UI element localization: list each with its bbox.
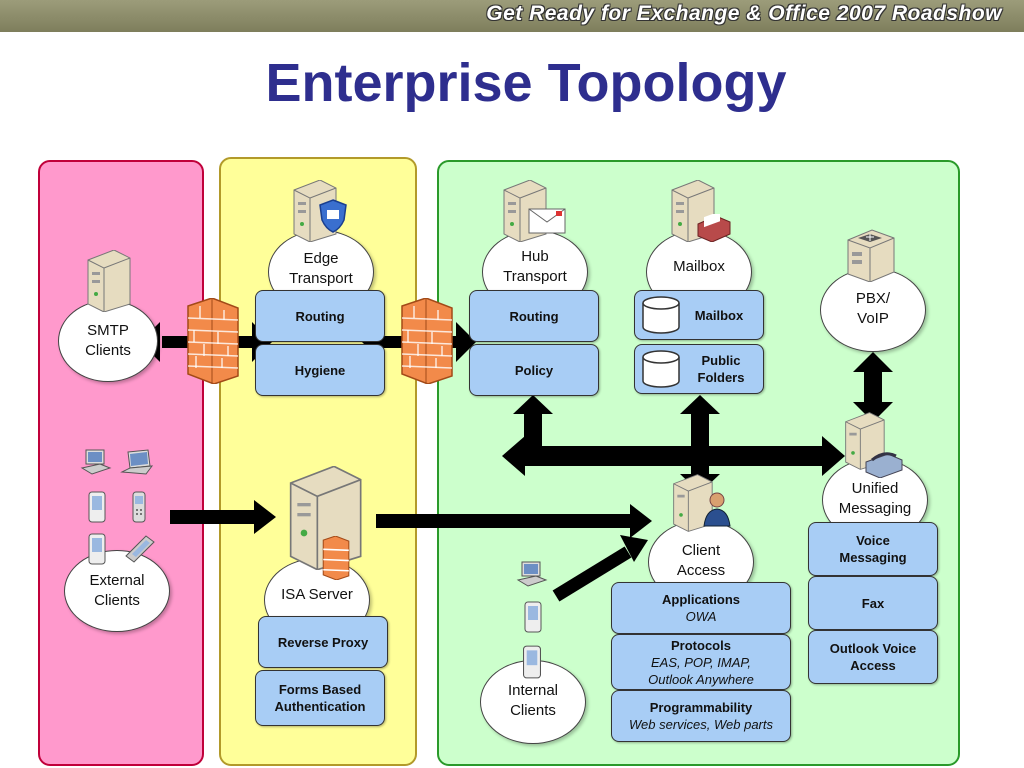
isa-label: ISA Server <box>281 586 353 603</box>
box-reverse-proxy: Reverse Proxy <box>258 616 388 668</box>
box-edge-routing: Routing <box>255 290 385 342</box>
database-icon <box>642 350 680 388</box>
fax-label: Fax <box>861 595 885 611</box>
phone-icon <box>125 535 155 563</box>
pda-icon <box>524 601 542 633</box>
pda-icon <box>523 645 541 679</box>
box-edge-hygiene: Hygiene <box>255 344 385 396</box>
edge-hygiene-label: Hygiene <box>294 362 346 378</box>
edge-label: Edge Transport <box>289 250 353 287</box>
pda-icon <box>88 533 106 565</box>
mailbox-db-label: Mailbox <box>694 307 744 323</box>
programmability-label: Programmability <box>649 700 753 715</box>
arrow-pbx-um <box>853 352 893 422</box>
um-label: Unified Messaging <box>838 480 912 517</box>
pda-icon <box>88 491 106 523</box>
voice-messaging-label: Voice Messaging <box>839 533 907 565</box>
laptop-icon <box>120 449 154 475</box>
database-icon <box>642 296 680 334</box>
node-smtp-clients: SMTP Clients <box>58 300 158 382</box>
internal-label: Internal Clients <box>507 682 559 719</box>
hub-label: Hub Transport <box>503 248 567 285</box>
ova-label: Outlook Voice Access <box>829 641 917 673</box>
banner-text: Get Ready for Exchange & Office 2007 Roa… <box>486 2 1002 25</box>
user-icon <box>703 492 731 527</box>
box-voice-messaging: Voice Messaging <box>808 522 938 576</box>
hub-policy-label: Policy <box>514 362 554 378</box>
shield-icon <box>319 199 347 233</box>
envelope-icon <box>528 208 566 234</box>
protocols-sub: EAS, POP, IMAP, Outlook Anywhere <box>648 654 754 687</box>
applications-label: Applications <box>661 592 740 607</box>
edge-routing-label: Routing <box>295 308 345 324</box>
desktop-icon <box>80 449 112 475</box>
box-hub-routing: Routing <box>469 290 599 342</box>
firewall-icon <box>322 536 350 580</box>
node-external-clients: External Clients <box>64 550 170 632</box>
box-fax: Fax <box>808 576 938 630</box>
fax-icon <box>865 452 903 478</box>
protocols-label: Protocols <box>671 637 731 653</box>
phone-icon <box>132 491 146 523</box>
applications-sub: OWA <box>685 609 717 624</box>
arrow-internal-ca <box>552 535 648 602</box>
programmability-sub: Web services, Web parts <box>628 717 773 732</box>
ca-label: Client Access <box>676 542 726 579</box>
firewall-icon <box>187 298 239 384</box>
arrow-hub-bus <box>513 395 553 452</box>
page-title: Enterprise Topology <box>265 53 787 113</box>
fba-label: Forms Based Authentication <box>274 682 366 714</box>
hub-routing-label: Routing <box>509 308 559 324</box>
arrow-isa-ca <box>376 504 652 538</box>
public-folders-label: Public Folders <box>697 353 745 385</box>
desktop-icon <box>516 561 548 587</box>
mailbox-label: Mailbox <box>673 258 725 275</box>
server-icon <box>87 250 131 312</box>
pbx-icon <box>847 229 895 282</box>
mail-tray-icon <box>697 214 731 242</box>
box-outlook-voice-access: Outlook Voice Access <box>808 630 938 684</box>
arrow-bus <box>502 436 845 476</box>
reverse-proxy-label: Reverse Proxy <box>277 634 369 650</box>
arrow-external-isa <box>170 500 276 534</box>
pbx-label: PBX/ VoIP <box>855 290 891 327</box>
header-banner: Get Ready for Exchange & Office 2007 Roa… <box>0 0 1024 32</box>
box-hub-policy: Policy <box>469 344 599 396</box>
box-forms-based-auth: Forms Based Authentication <box>255 670 385 726</box>
firewall-icon <box>401 298 453 384</box>
